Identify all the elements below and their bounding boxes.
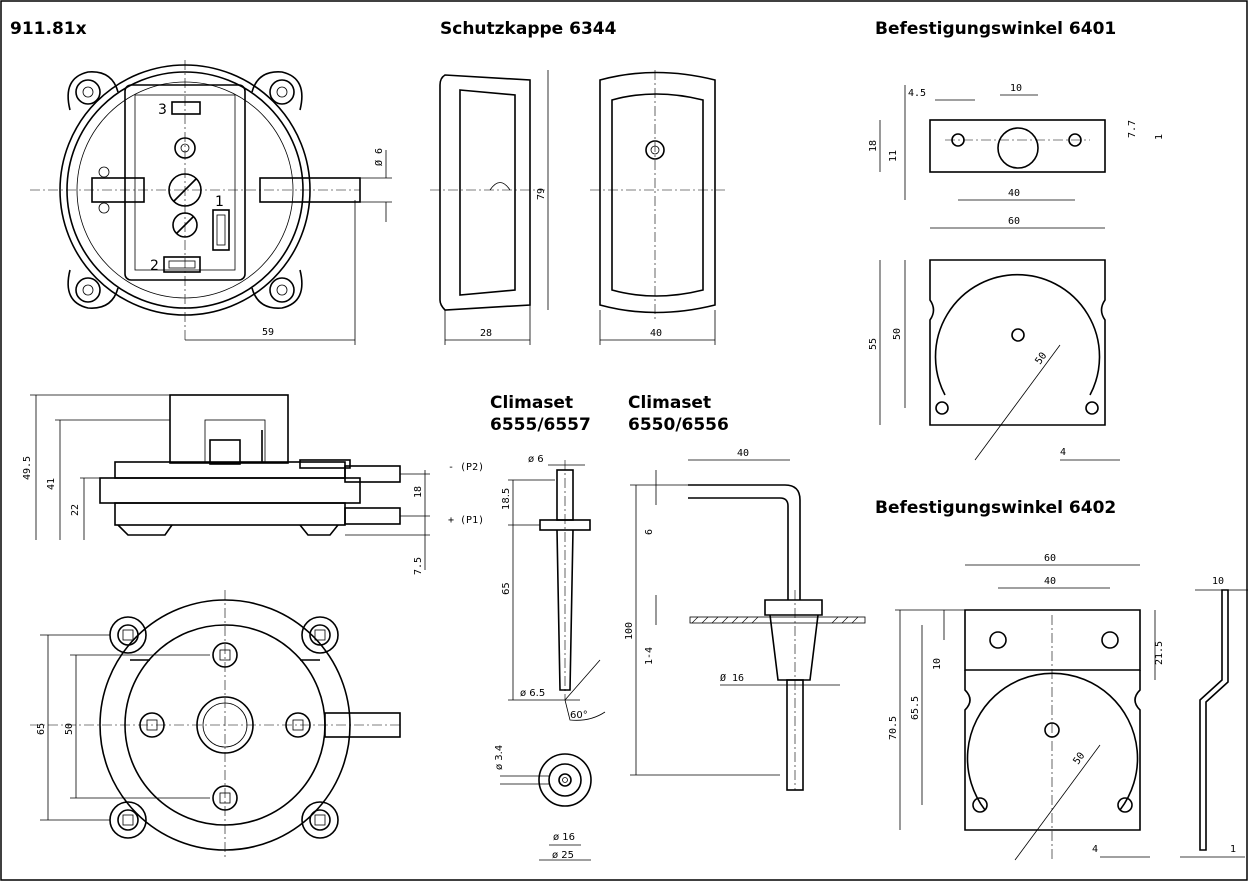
dim-7-5: 7.5: [413, 557, 424, 575]
mounting-lug-tr: [251, 71, 303, 111]
dim-40-climaset: 40: [737, 448, 749, 459]
dim-55: 55: [868, 338, 879, 350]
dim-65-bottom: 65: [36, 723, 47, 735]
dim-phi16-climaset: ø 16: [553, 832, 575, 843]
dim-40-bracket2: 40: [1044, 576, 1056, 587]
dim-10-bracket2: 10: [932, 658, 943, 670]
dim-60-bracket2: 60: [1044, 553, 1056, 564]
heading-climaset-2-line2: 6550/6556: [628, 415, 729, 435]
pressure-port-tube: [259, 177, 361, 203]
climaset-6555-probe: ø 6 18.5 65 ø 6.5 60°: [501, 454, 606, 721]
dim-21-5: 21.5: [1154, 641, 1165, 665]
dim-50-vertical: 50: [892, 328, 903, 340]
dim-phi3-4: ø 3.4: [494, 745, 505, 770]
bottom-lug-tr: [301, 616, 339, 654]
bracket-6401-plan: 60 50 55 50 4: [868, 216, 1120, 461]
dim-60-bracket1: 60: [1008, 216, 1020, 227]
dim-79: 79: [536, 188, 547, 200]
dim-60-degrees: 60°: [570, 710, 588, 721]
climaset-6555-section: ø 3.4 ø 16 ø 25: [494, 745, 592, 861]
contact-2-label: 2: [150, 258, 159, 274]
heading-911-81x: 911.81x: [10, 19, 87, 39]
dim-59: 59: [262, 327, 274, 338]
mounting-lug-tl: [67, 71, 119, 111]
dim-22: 22: [70, 504, 81, 516]
port-p2-label: - (P2): [448, 462, 484, 473]
dim-40-cap: 40: [650, 328, 662, 339]
dim-10-side: 10: [1212, 576, 1224, 587]
contact-2-terminal: [163, 256, 201, 273]
dim-1-top: 1: [1154, 134, 1165, 140]
port-p1-label: + (P1): [448, 515, 484, 526]
mounting-wall-hatch: [689, 616, 866, 624]
protective-cap-side: 79 28: [430, 70, 549, 345]
dim-41: 41: [46, 478, 57, 490]
mounting-lug-br: [251, 269, 303, 309]
heading-climaset-2-line1: Climaset: [628, 393, 711, 413]
heading-befestigungswinkel-6401: Befestigungswinkel 6401: [875, 19, 1116, 39]
switch-side-view: 49.5 41 22 18 7.5 - (P2) + (P1): [22, 394, 484, 575]
dim-1-side: 1: [1230, 844, 1236, 855]
dim-6-climaset: 6: [644, 529, 655, 535]
dim-phi6-5: ø 6.5: [520, 688, 545, 699]
heading-climaset-1-line2: 6555/6557: [490, 415, 591, 435]
dim-1-4: 1-4: [644, 647, 655, 665]
dim-18-bracket: 18: [868, 140, 879, 152]
heading-befestigungswinkel-6402: Befestigungswinkel 6402: [875, 498, 1116, 518]
contact-1-label: 1: [215, 194, 224, 210]
dim-4-5: 4.5: [908, 88, 926, 99]
dim-4-bracket1: 4: [1060, 447, 1066, 458]
dim-phi6: Ø 6: [373, 148, 385, 166]
dim-65-5: 65.5: [910, 696, 921, 720]
dim-70-5: 70.5: [888, 716, 899, 740]
climaset-6550-probe: 40 100 6 1-4 Ø 16: [624, 448, 866, 791]
dim-phi16-climaset2: Ø 16: [720, 672, 744, 684]
bracket-6401-side: 4.5 10 18 11 7.7 1 40: [868, 83, 1165, 201]
dim-50-bottom: 50: [64, 723, 75, 735]
bracket-6402-side: 10 1: [1180, 576, 1248, 858]
contact-3-label: 3: [158, 102, 167, 118]
dim-65-climaset: 65: [501, 582, 512, 595]
dim-40-bracket1: 40: [1008, 188, 1020, 199]
dim-11: 11: [888, 150, 899, 162]
protective-cap-front: 40: [590, 70, 725, 345]
switch-bottom-view: 65 50: [30, 590, 401, 860]
dim-4-bracket2: 4: [1092, 844, 1098, 855]
dim-18-side: 18: [413, 486, 424, 498]
contact-1-terminal: [212, 209, 230, 251]
heading-schutzkappe: Schutzkappe 6344: [440, 19, 617, 39]
dim-10-top: 10: [1010, 83, 1022, 94]
dim-100: 100: [624, 622, 635, 640]
dim-phi25: ø 25: [552, 850, 574, 861]
dim-49-5: 49.5: [22, 456, 33, 480]
heading-climaset-1-line1: Climaset: [490, 393, 573, 413]
dim-7-7: 7.7: [1127, 120, 1138, 138]
switch-top-view: 3 1 2 Ø 6 59: [30, 60, 392, 345]
dim-28: 28: [480, 328, 492, 339]
mounting-lug-bl: [67, 269, 119, 309]
dim-phi6-climaset: ø 6: [528, 454, 544, 465]
bottom-lug-br: [301, 801, 339, 839]
contact-3-terminal: [171, 101, 201, 115]
dim-18-5: 18.5: [501, 488, 512, 510]
